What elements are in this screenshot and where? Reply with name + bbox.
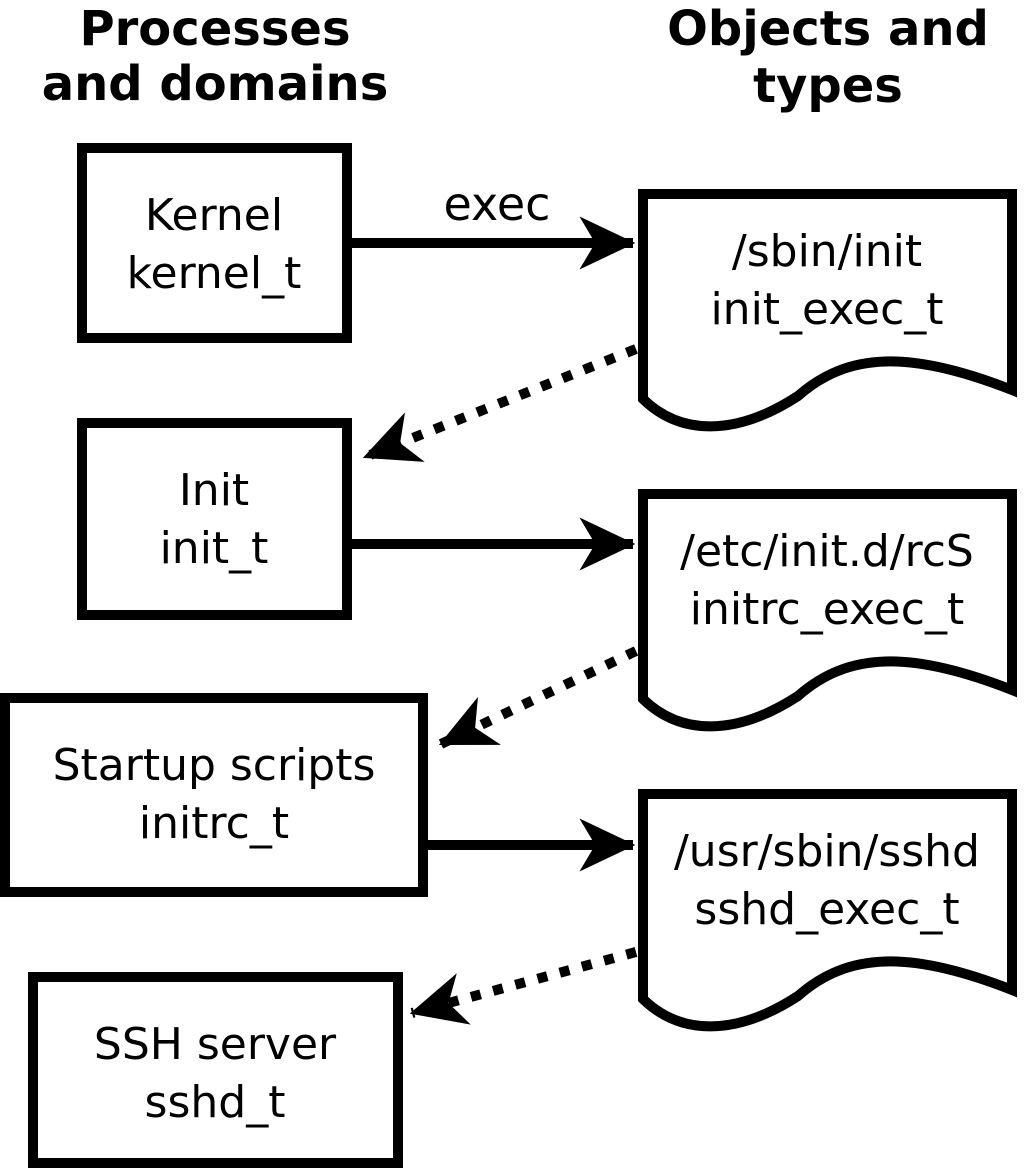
object-doc-usr-sbin-sshd-shape — [638, 789, 1017, 1032]
process-box-init-type: init_t — [160, 523, 269, 574]
edge-usr-sbin-sshd-to-ssh-server — [409, 947, 638, 1025]
process-box-ssh-server: SSH server sshd_t — [28, 972, 403, 1168]
process-box-startup-scripts: Startup scripts initrc_t — [0, 693, 428, 897]
object-doc-usr-sbin-sshd-path: /usr/sbin/sshd — [674, 826, 980, 877]
process-box-startup-scripts-type: initrc_t — [139, 798, 289, 849]
edge-exec-label: exec — [444, 177, 551, 231]
process-box-startup-scripts-label: Startup scripts — [53, 740, 376, 791]
column-header-processes-line1: Processes — [79, 1, 350, 57]
edge-sbin-init-to-init — [362, 344, 638, 462]
object-doc-etc-initd-rcs-path: /etc/init.d/rcS — [680, 526, 974, 577]
column-header-objects: Objects and types — [667, 1, 989, 114]
process-box-ssh-server-label: SSH server — [94, 1019, 337, 1070]
process-box-kernel-label: Kernel — [145, 190, 283, 241]
process-box-ssh-server-type: sshd_t — [145, 1077, 286, 1128]
object-doc-sbin-init-type: init_exec_t — [710, 284, 943, 335]
process-box-init: Init init_t — [77, 418, 352, 620]
object-doc-sbin-init: /sbin/init init_exec_t — [638, 189, 1017, 432]
process-box-kernel-type: kernel_t — [127, 248, 302, 299]
edge-etc-initd-rcs-to-startup-scripts — [438, 646, 639, 749]
object-doc-etc-initd-rcs-type: initrc_exec_t — [690, 584, 964, 635]
edges: exec — [350, 177, 639, 1025]
column-header-objects-line1: Objects and — [667, 1, 989, 57]
process-box-kernel-rect — [77, 143, 352, 343]
object-doc-usr-sbin-sshd-type: sshd_exec_t — [694, 884, 959, 935]
column-header-processes: Processes and domains — [42, 1, 389, 112]
object-doc-sbin-init-path: /sbin/init — [732, 226, 922, 277]
object-doc-usr-sbin-sshd: /usr/sbin/sshd sshd_exec_t — [638, 789, 1017, 1032]
object-doc-sbin-init-shape — [638, 189, 1017, 432]
process-box-startup-scripts-rect — [0, 693, 428, 897]
column-header-objects-line2: types — [753, 58, 903, 114]
column-header-processes-line2: and domains — [42, 56, 389, 112]
object-doc-etc-initd-rcs-shape — [638, 489, 1017, 732]
process-box-init-label: Init — [179, 465, 249, 516]
process-box-init-rect — [77, 418, 352, 620]
process-box-ssh-server-rect — [28, 972, 403, 1168]
process-box-kernel: Kernel kernel_t — [77, 143, 352, 343]
object-doc-etc-initd-rcs: /etc/init.d/rcS initrc_exec_t — [638, 489, 1017, 732]
